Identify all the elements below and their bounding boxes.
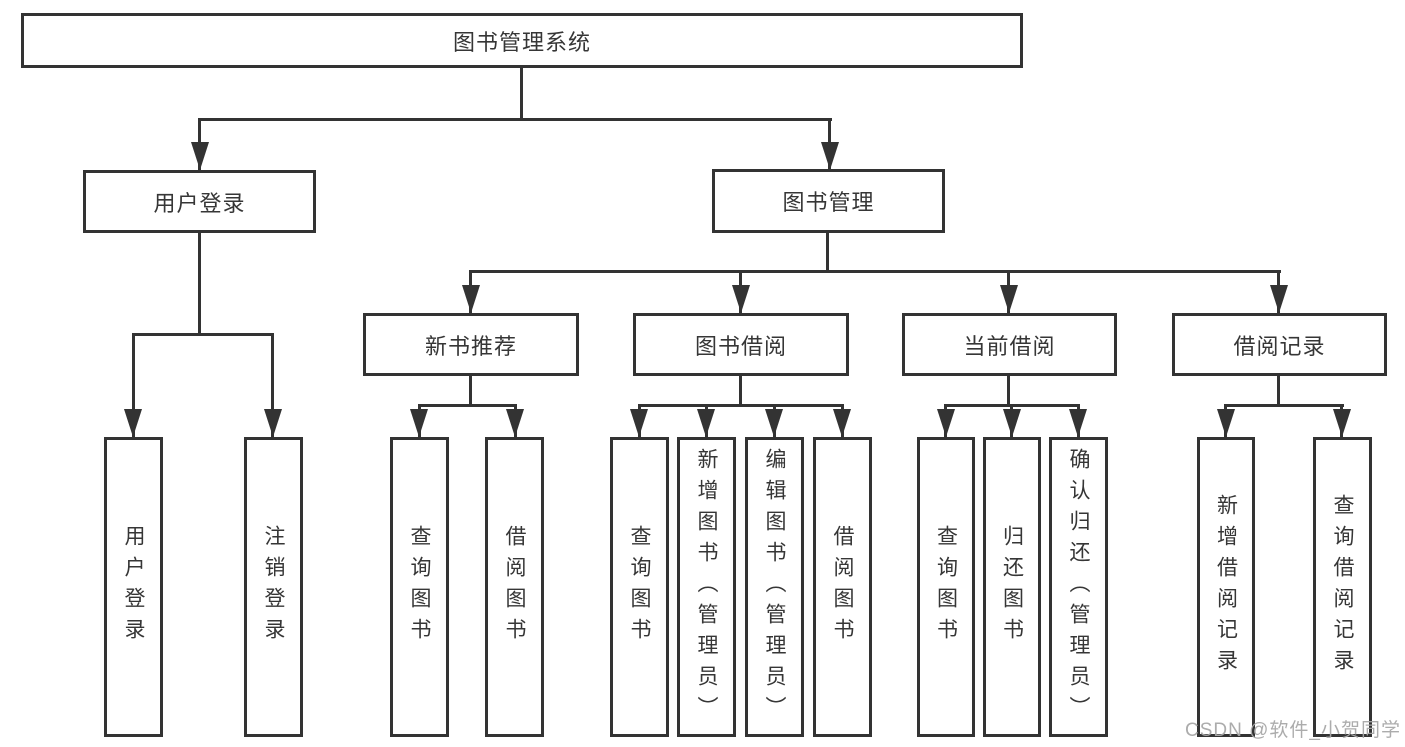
connector-current-trunk: [1007, 376, 1010, 406]
connector-user-login-trunk: [198, 232, 201, 336]
csdn-watermark: CSDN @软件_小贺同学: [1185, 720, 1401, 741]
node-user-login-label: 用户登录: [153, 190, 246, 216]
leaf-borrow-borrow-book: 借阅图书: [813, 437, 872, 737]
connector-book-mgmt-trunk: [826, 232, 829, 273]
arrowhead-current-return: [1003, 409, 1021, 437]
connector-user-login-rail: [132, 333, 274, 336]
leaf-borrow-query-book: 查询图书: [610, 437, 669, 737]
leaf-borrow-borrow-book-label: 借阅图书: [831, 525, 854, 649]
arrowhead-new-book-recommend: [462, 285, 480, 313]
arrowhead-recommend-query: [410, 409, 428, 437]
connector-book-mgmt-rail: [469, 270, 1281, 273]
leaf-current-confirm-return-admin: 确认归还（管理员）: [1049, 437, 1108, 737]
leaf-current-return-book-label: 归还图书: [1000, 525, 1024, 649]
leaf-borrow-add-book-admin: 新增图书（管理员）: [677, 437, 736, 737]
leaf-user-login-label: 用户登录: [122, 525, 145, 649]
connector-borrow-trunk: [739, 376, 742, 406]
node-book-management: 图书管理: [712, 169, 945, 233]
arrowhead-leaf-user-login: [124, 409, 142, 437]
connector-record-trunk: [1277, 376, 1280, 406]
leaf-logout: 注销登录: [244, 437, 303, 737]
leaf-logout-label: 注销登录: [262, 525, 285, 649]
arrowhead-record-add: [1217, 409, 1235, 437]
node-book-borrow-label: 图书借阅: [694, 333, 787, 359]
arrowhead-book-management: [821, 142, 839, 170]
node-root-system: 图书管理系统: [21, 13, 1023, 68]
arrowhead-record-query: [1333, 409, 1351, 437]
leaf-current-confirm-return-admin-label: 确认归还（管理员）: [1067, 447, 1090, 727]
leaf-record-query-record-label: 查询借阅记录: [1331, 494, 1354, 680]
arrowhead-borrow-edit: [765, 409, 783, 437]
node-current-borrow-label: 当前借阅: [963, 333, 1056, 359]
connector-root-trunk: [520, 66, 523, 121]
node-book-management-label: 图书管理: [782, 190, 875, 215]
arrowhead-borrow-query: [630, 409, 648, 437]
leaf-record-query-record: 查询借阅记录: [1313, 437, 1372, 737]
connector-root-rail: [198, 118, 832, 121]
connector-user-login-stem-2: [271, 333, 274, 437]
leaf-record-add-record: 新增借阅记录: [1197, 437, 1255, 737]
arrowhead-recommend-borrow: [506, 409, 524, 437]
node-borrow-record-label: 借阅记录: [1233, 333, 1326, 359]
connector-recommend-trunk: [469, 376, 472, 406]
leaf-current-query-book-label: 查询图书: [934, 525, 958, 649]
connector-record-rail: [1224, 404, 1344, 407]
arrowhead-current-borrow: [1000, 285, 1018, 313]
node-new-book-recommend-label: 新书推荐: [424, 333, 517, 359]
leaf-borrow-edit-book-admin-label: 编辑图书（管理员）: [763, 447, 786, 727]
node-root-label: 图书管理系统: [452, 29, 591, 55]
arrowhead-borrow-borrow: [833, 409, 851, 437]
leaf-current-return-book: 归还图书: [983, 437, 1041, 737]
arrowhead-leaf-logout: [264, 409, 282, 437]
leaf-current-query-book: 查询图书: [917, 437, 975, 737]
leaf-recommend-query-book-label: 查询图书: [408, 525, 431, 649]
leaf-recommend-query-book: 查询图书: [390, 437, 449, 737]
leaf-recommend-borrow-book: 借阅图书: [485, 437, 544, 737]
connector-recommend-rail: [418, 404, 517, 407]
connector-borrow-rail: [638, 404, 844, 407]
node-current-borrow: 当前借阅: [902, 313, 1117, 376]
node-user-login: 用户登录: [83, 170, 316, 233]
arrowhead-borrow-add: [697, 409, 715, 437]
leaf-recommend-borrow-book-label: 借阅图书: [503, 525, 526, 649]
leaf-borrow-query-book-label: 查询图书: [628, 525, 651, 649]
leaf-borrow-add-book-admin-label: 新增图书（管理员）: [695, 447, 718, 727]
node-new-book-recommend: 新书推荐: [363, 313, 579, 376]
arrowhead-borrow-record: [1270, 285, 1288, 313]
node-book-borrow: 图书借阅: [633, 313, 849, 376]
leaf-borrow-edit-book-admin: 编辑图书（管理员）: [745, 437, 804, 737]
leaf-user-login: 用户登录: [104, 437, 163, 737]
arrowhead-book-borrow: [732, 285, 750, 313]
arrowhead-current-confirm: [1069, 409, 1087, 437]
arrowhead-current-query: [937, 409, 955, 437]
connector-user-login-stem-1: [132, 333, 135, 437]
arrowhead-user-login: [191, 142, 209, 170]
leaf-record-add-record-label: 新增借阅记录: [1214, 494, 1238, 680]
node-borrow-record: 借阅记录: [1172, 313, 1387, 376]
